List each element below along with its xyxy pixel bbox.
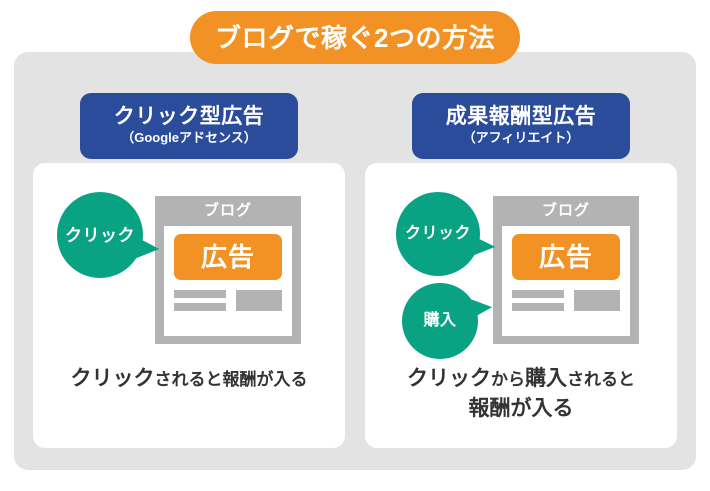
caption-emphasis: 報酬が入る bbox=[468, 397, 574, 421]
speech-bubble-purchase: 購入 bbox=[402, 283, 494, 359]
caption-text: されると bbox=[567, 370, 635, 389]
caption-emphasis: クリック bbox=[70, 367, 155, 390]
ad-banner-left: 広告 bbox=[174, 234, 282, 280]
ad-banner-right: 広告 bbox=[512, 234, 620, 280]
card-header-affiliate-ads: 成果報酬型広告 （アフィリエイト） bbox=[412, 93, 630, 159]
caption-text: から bbox=[491, 370, 525, 389]
speech-bubble-tail-icon bbox=[464, 293, 494, 321]
caption-text: されると報酬が入る bbox=[154, 370, 308, 389]
caption-line: クリックされると報酬が入る bbox=[33, 364, 345, 394]
speech-bubble-click-left: クリック bbox=[57, 192, 161, 278]
blog-mockup-content-area: 広告 bbox=[164, 226, 292, 336]
caption-emphasis: クリック bbox=[407, 367, 491, 390]
speech-bubble-tail-icon bbox=[129, 235, 161, 265]
card-header-main-label: 成果報酬型広告 bbox=[445, 105, 597, 129]
blog-mockup-title: ブログ bbox=[203, 202, 252, 219]
card-header-click-ads: クリック型広告 （Googleアドセンス） bbox=[80, 93, 298, 159]
caption-left: クリックされると報酬が入る bbox=[33, 364, 345, 394]
title-pill: ブログで稼ぐ2つの方法 bbox=[190, 11, 520, 64]
speech-bubble-click-right: クリック bbox=[396, 192, 497, 276]
card-header-sub-label: （アフィリエイト） bbox=[462, 130, 580, 146]
content-bar-line bbox=[174, 303, 226, 311]
content-bar-line bbox=[512, 290, 564, 298]
ad-banner-label: 広告 bbox=[200, 242, 255, 272]
speech-bubble-tail-icon bbox=[466, 234, 497, 262]
blog-mockup-right: ブログ 広告 bbox=[493, 196, 639, 344]
caption-line: 報酬が入る bbox=[365, 394, 677, 424]
card-header-sub-label: （Googleアドセンス） bbox=[121, 130, 257, 146]
content-thumbnail-block bbox=[236, 290, 282, 311]
content-bar-line bbox=[174, 290, 226, 298]
card-header-main-label: クリック型広告 bbox=[113, 105, 265, 129]
caption-right: クリックから購入されると 報酬が入る bbox=[365, 364, 677, 425]
blog-mockup-left: ブログ 広告 bbox=[155, 196, 301, 344]
caption-line: クリックから購入されると bbox=[365, 364, 677, 394]
blog-mockup-content-area: 広告 bbox=[502, 226, 630, 336]
speech-bubble-label: クリック bbox=[65, 225, 135, 245]
content-thumbnail-block bbox=[574, 290, 620, 311]
blog-mockup-title: ブログ bbox=[541, 202, 590, 219]
speech-bubble-label: 購入 bbox=[423, 312, 457, 329]
page-title: ブログで稼ぐ2つの方法 bbox=[215, 22, 495, 53]
ad-banner-label: 広告 bbox=[538, 242, 593, 272]
speech-bubble-label: クリック bbox=[404, 225, 471, 242]
content-bar-line bbox=[512, 303, 564, 311]
caption-emphasis: 購入 bbox=[525, 367, 567, 390]
